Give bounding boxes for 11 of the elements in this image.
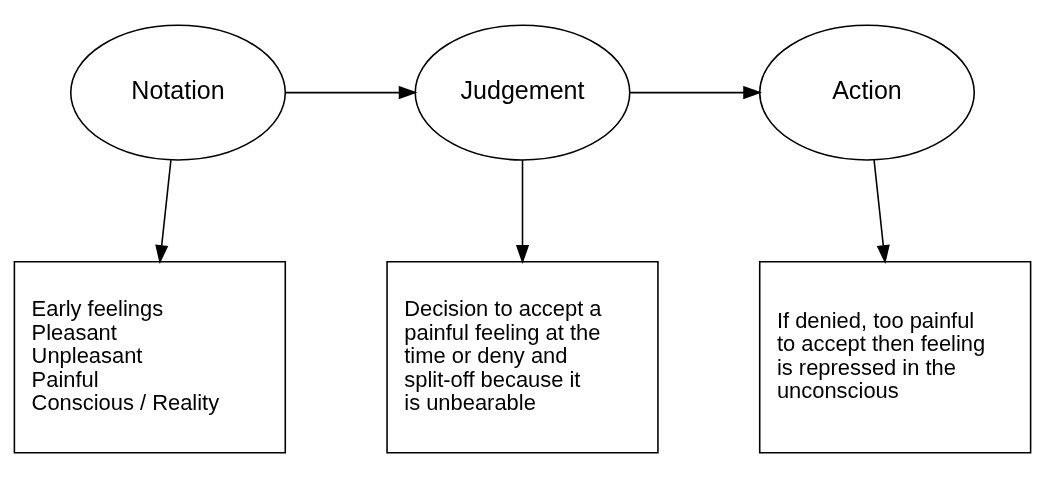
node-box: Early feelings Pleasant Unpleasant Painful Conscious / Reality [13,260,287,454]
arrow [284,85,418,99]
node-ellipse: Judgement [414,23,631,161]
node-box: If denied, too painful to accept then feeling is repressed in the unconscious [758,260,1032,454]
arrow [629,85,763,99]
node-ellipse: Notation [69,23,287,161]
arrow [873,158,890,264]
arrow [515,158,530,264]
node-ellipse: Action [758,23,976,161]
arrow [155,158,172,264]
node-box: Decision to accept a painful feeling at the time or deny and split-off because it is unbearable [386,260,659,454]
